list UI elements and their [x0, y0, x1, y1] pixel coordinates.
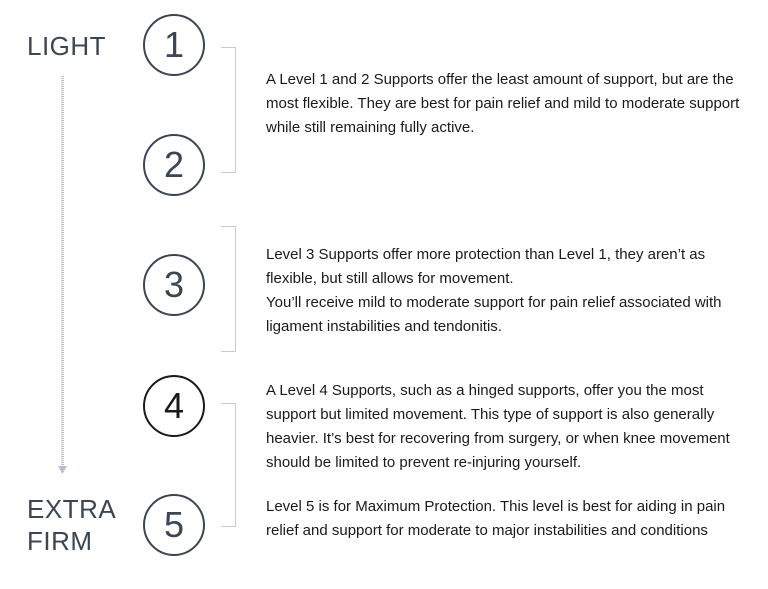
- description-level-5-text: Level 5 is for Maximum Protection. This …: [266, 498, 726, 539]
- description-level-3: Level 3 Supports offer more protection t…: [266, 243, 756, 339]
- description-level-3-text-2: You’ll receive mild to moderate support …: [266, 294, 722, 335]
- description-level-4: A Level 4 Supports, such as a hinged sup…: [266, 379, 756, 475]
- scale-label-firm: FIRM: [27, 526, 93, 556]
- description-levels-1-2: A Level 1 and 2 Supports offer the least…: [266, 68, 756, 140]
- bracket-levels-1-2: [221, 47, 236, 173]
- level-5-circle: 5: [143, 494, 205, 556]
- level-1-circle: 1: [143, 14, 205, 76]
- bracket-levels-4-5: [221, 403, 236, 527]
- description-levels-1-2-text: A Level 1 and 2 Supports offer the least…: [266, 71, 740, 136]
- description-level-3-text-1: Level 3 Supports offer more protection t…: [266, 246, 706, 287]
- scale-label-extra: EXTRA: [27, 494, 117, 524]
- description-level-4-text: A Level 4 Supports, such as a hinged sup…: [266, 382, 730, 471]
- level-3-circle: 3: [143, 254, 205, 316]
- level-4-circle: 4: [143, 375, 205, 437]
- scale-label-light: LIGHT: [27, 31, 107, 61]
- firmness-arrow-icon: [58, 76, 67, 474]
- level-2-circle: 2: [143, 134, 205, 196]
- description-level-5: Level 5 is for Maximum Protection. This …: [266, 495, 756, 543]
- bracket-level-3: [221, 226, 236, 352]
- scale-label-extra-firm: EXTRA FIRM: [27, 493, 127, 557]
